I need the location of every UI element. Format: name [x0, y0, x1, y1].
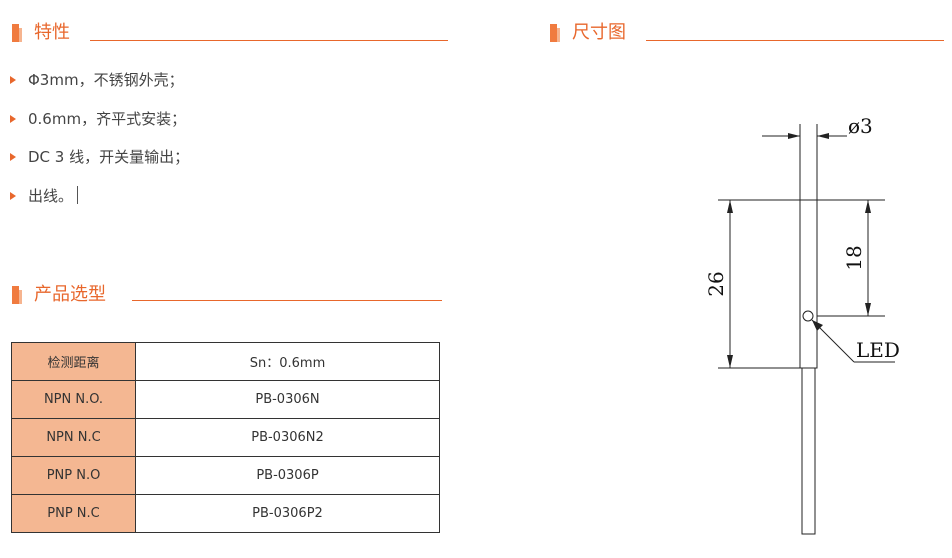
table-value-cell: PB-0306N [135, 380, 440, 419]
table-key-cell: PNP N.O [11, 456, 136, 495]
selection-table: 检测距离 Sn：0.6mm NPN N.O. PB-0306N NPN N.C … [11, 342, 440, 533]
feature-text: 出线。 [28, 186, 74, 205]
led-indicator [802, 310, 814, 322]
selection-section-header: 产品选型 [12, 282, 442, 312]
triangle-bullet-icon [10, 76, 16, 84]
table-row: NPN N.C PB-0306N2 [11, 418, 440, 457]
feature-text: DC 3 线，开关量输出； [28, 148, 190, 166]
text-cursor [77, 185, 79, 204]
arrowhead-icon [727, 200, 733, 213]
feature-item: 0.6mm，齐平式安装； [10, 105, 189, 144]
table-value-cell: PB-0306P2 [135, 494, 440, 533]
led-label: LED [856, 338, 900, 362]
feature-text: 0.6mm，齐平式安装； [28, 109, 187, 128]
triangle-bullet-icon [10, 153, 16, 161]
table-key-cell: 检测距离 [11, 342, 136, 381]
sensor-body [799, 199, 818, 369]
total-length-label: 26 [704, 271, 728, 296]
section-marker-icon [12, 286, 22, 304]
led-position-label: 18 [842, 245, 866, 270]
selection-title: 产品选型 [34, 284, 106, 305]
table-key-cell: NPN N.C [11, 418, 136, 457]
arrowhead-icon [817, 133, 829, 139]
dimensions-title-rule [646, 40, 944, 41]
section-marker-icon [550, 24, 560, 42]
feature-text: Φ3mm，不锈钢外壳； [28, 71, 184, 89]
table-value-cell: PB-0306N2 [135, 418, 440, 457]
selection-title-rule [132, 300, 442, 301]
section-marker-icon [12, 24, 22, 42]
feature-item: Φ3mm，不锈钢外壳； [10, 66, 189, 105]
table-value-cell: PB-0306P [135, 456, 440, 495]
arrowhead-icon [788, 133, 800, 139]
diameter-label: ø3 [848, 114, 873, 138]
table-key-cell: NPN N.O. [11, 380, 136, 419]
table-row: 检测距离 Sn：0.6mm [11, 342, 440, 381]
triangle-bullet-icon [10, 191, 16, 200]
arrowhead-icon [865, 200, 871, 213]
table-key-cell: PNP N.C [11, 494, 136, 533]
features-title-rule [90, 40, 448, 41]
feature-item: DC 3 线，开关量输出； [10, 143, 189, 182]
table-row: PNP N.C PB-0306P2 [11, 494, 440, 533]
dimensions-section-header: 尺寸图 [550, 20, 944, 50]
arrowhead-icon [812, 320, 823, 331]
arrowhead-icon [727, 355, 733, 368]
features-list: Φ3mm，不锈钢外壳； 0.6mm，齐平式安装； DC 3 线，开关量输出； 出… [10, 66, 189, 220]
feature-item: 出线。 [10, 182, 189, 221]
dimension-drawing: ø3 26 18 LED [704, 114, 900, 535]
table-value-cell: Sn：0.6mm [135, 342, 440, 381]
features-section-header: 特性 [12, 20, 448, 50]
table-row: NPN N.O. PB-0306N [11, 380, 440, 419]
table-row: PNP N.O PB-0306P [11, 456, 440, 495]
dimensions-title: 尺寸图 [572, 22, 626, 43]
sensor-cable [801, 367, 816, 535]
triangle-bullet-icon [10, 114, 16, 123]
arrowhead-icon [865, 303, 871, 316]
features-title: 特性 [34, 22, 70, 43]
